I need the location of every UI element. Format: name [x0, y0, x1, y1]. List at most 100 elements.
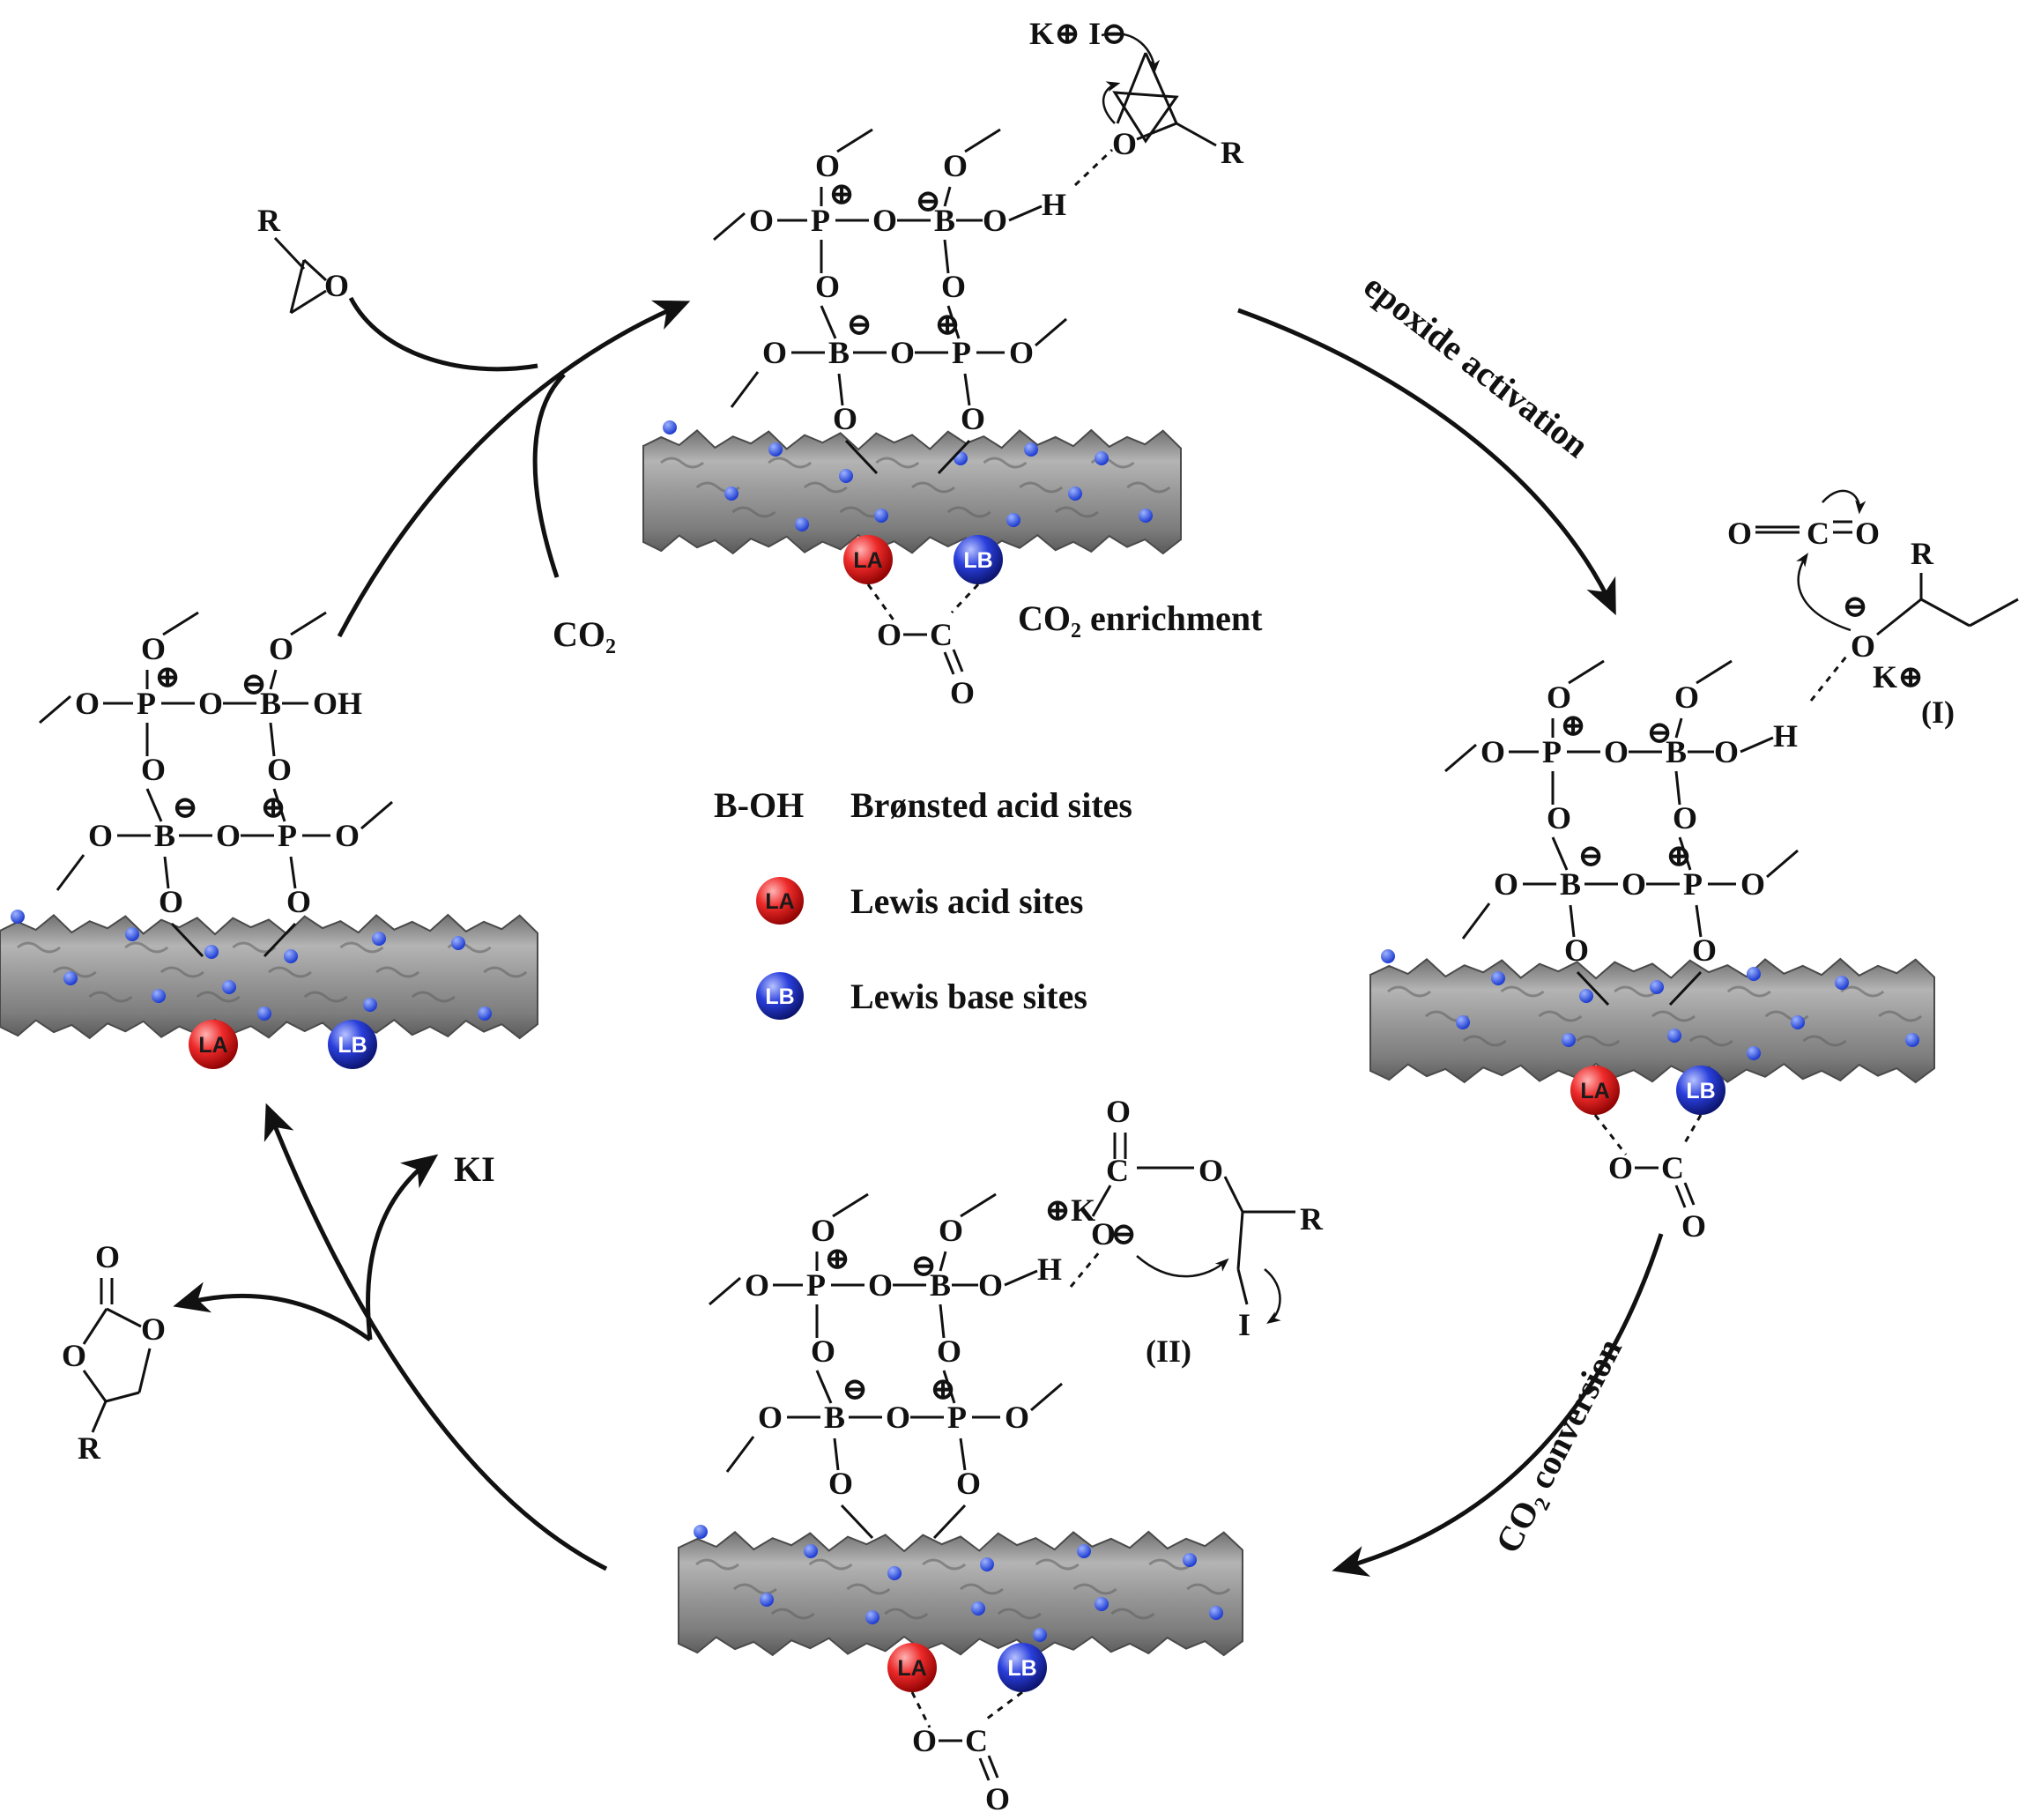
svg-text:O: O	[1681, 1208, 1706, 1244]
legend-la-badge: LA	[756, 877, 804, 925]
svg-text:O: O	[1091, 1216, 1116, 1252]
arrow-co2-conversion	[1332, 1233, 1664, 1577]
svg-text:⊕: ⊕	[824, 1241, 850, 1276]
lb-badge: LB	[1676, 1066, 1725, 1115]
svg-text:O: O	[62, 1338, 86, 1373]
svg-text:O: O	[749, 203, 774, 238]
svg-text:C: C	[1661, 1150, 1684, 1185]
svg-text:O: O	[745, 1267, 769, 1303]
k-plus-i: K⊕	[1873, 659, 1924, 695]
svg-text:LA: LA	[853, 548, 882, 573]
nitrogen-dot	[1667, 1029, 1681, 1043]
legend-boh-text: Brønsted acid sites	[850, 785, 1132, 825]
lb-badge: LB	[954, 535, 1003, 584]
svg-text:O: O	[1692, 932, 1717, 968]
svg-text:O: O	[1564, 932, 1589, 968]
top-epoxide-ki: K⊕ I⊖ O R	[1029, 16, 1244, 187]
tube-body	[678, 1530, 1243, 1657]
nitrogen-dot	[1095, 1597, 1109, 1611]
svg-text:O: O	[1494, 866, 1518, 902]
nitrogen-dot	[1183, 1553, 1197, 1567]
svg-text:O: O	[1481, 734, 1505, 769]
svg-text:O: O	[950, 675, 975, 710]
legend-la-text: Lewis acid sites	[850, 881, 1083, 921]
intermediate-1: O K⊕ C O R O ⊖ K⊕ (I)	[1727, 489, 2019, 730]
svg-text:P: P	[137, 686, 156, 721]
svg-text:R: R	[1911, 536, 1934, 571]
svg-text:O: O	[983, 203, 1007, 238]
svg-text:LA: LA	[897, 1656, 926, 1681]
svg-text:R: R	[78, 1430, 101, 1466]
svg-text:LB: LB	[963, 548, 992, 573]
nitrogen-dot	[204, 945, 219, 959]
nitrogen-dot	[372, 932, 386, 946]
legend: B-OH Brønsted acid sites LA Lewis acid s…	[714, 785, 1132, 1020]
svg-text:O: O	[159, 884, 183, 919]
svg-text:O: O	[75, 686, 100, 721]
svg-text:O: O	[1622, 866, 1646, 902]
plus-k-ii: ⊕K	[1044, 1192, 1095, 1228]
intermediate-2: O C O R I O ⊖ ⊕K (II)	[1044, 1094, 1324, 1369]
svg-text:LA: LA	[1580, 1079, 1609, 1103]
svg-text:O: O	[269, 631, 293, 666]
nitrogen-dot	[284, 949, 298, 963]
svg-text:O: O	[95, 1239, 120, 1274]
svg-text:O: O	[141, 1311, 166, 1347]
svg-text:C: C	[1807, 516, 1829, 551]
svg-text:OH: OH	[313, 686, 362, 721]
epoxide-r: R	[1221, 135, 1244, 170]
svg-text:O: O	[985, 1781, 1010, 1816]
tube-body	[0, 913, 538, 1040]
svg-text:O: O	[877, 617, 902, 652]
svg-text:H: H	[1037, 1252, 1062, 1287]
lb-badge: LB	[998, 1643, 1047, 1692]
nitrogen-dot	[694, 1525, 708, 1539]
nitrogen-dot	[1068, 487, 1082, 501]
epoxide-oxygen: O	[1112, 126, 1137, 161]
la-badge: LA	[1570, 1066, 1620, 1115]
nitrogen-dot	[1033, 1628, 1047, 1642]
svg-text:P: P	[278, 818, 297, 853]
svg-text:LA: LA	[198, 1033, 227, 1058]
svg-text:O: O	[912, 1723, 937, 1758]
svg-text:O: O	[1714, 734, 1739, 769]
svg-text:O: O	[890, 335, 915, 370]
svg-text:O: O	[833, 401, 857, 436]
svg-text:O: O	[1106, 1094, 1131, 1129]
svg-text:B: B	[930, 1267, 951, 1303]
cycle-arrows	[173, 296, 1664, 1577]
nitrogen-dot	[1095, 451, 1109, 465]
svg-text:P: P	[1683, 866, 1703, 902]
svg-text:O: O	[758, 1400, 783, 1435]
label-intermediate-1: (I)	[1921, 695, 1955, 730]
arrow-epoxide-activation	[1237, 308, 1616, 616]
svg-text:⊕: ⊕	[828, 176, 855, 212]
svg-text:O: O	[956, 1466, 981, 1501]
svg-text:P: P	[947, 1400, 967, 1435]
nitrogen-dot	[874, 509, 888, 523]
svg-text:⊖: ⊖	[842, 1371, 868, 1407]
svg-text:P: P	[811, 203, 830, 238]
svg-text:O: O	[216, 818, 241, 853]
svg-text:⊕: ⊕	[260, 790, 286, 825]
svg-text:O: O	[1547, 800, 1571, 836]
svg-text:O: O	[828, 1466, 853, 1501]
svg-text:O: O	[941, 269, 966, 304]
svg-text:O: O	[141, 631, 166, 666]
svg-text:O: O	[1673, 800, 1697, 836]
svg-text:C: C	[965, 1723, 988, 1758]
nitrogen-dot	[1381, 949, 1395, 963]
svg-text:O: O	[811, 1213, 835, 1248]
svg-text:B: B	[934, 203, 955, 238]
nitrogen-dot	[971, 1601, 985, 1616]
nitrogen-dot	[125, 927, 139, 941]
nitrogen-dot	[795, 517, 809, 531]
svg-text:R: R	[257, 203, 281, 238]
svg-text:⊖: ⊖	[915, 183, 941, 219]
arrow-regeneration	[263, 1103, 608, 1571]
svg-text:O: O	[1855, 516, 1880, 551]
